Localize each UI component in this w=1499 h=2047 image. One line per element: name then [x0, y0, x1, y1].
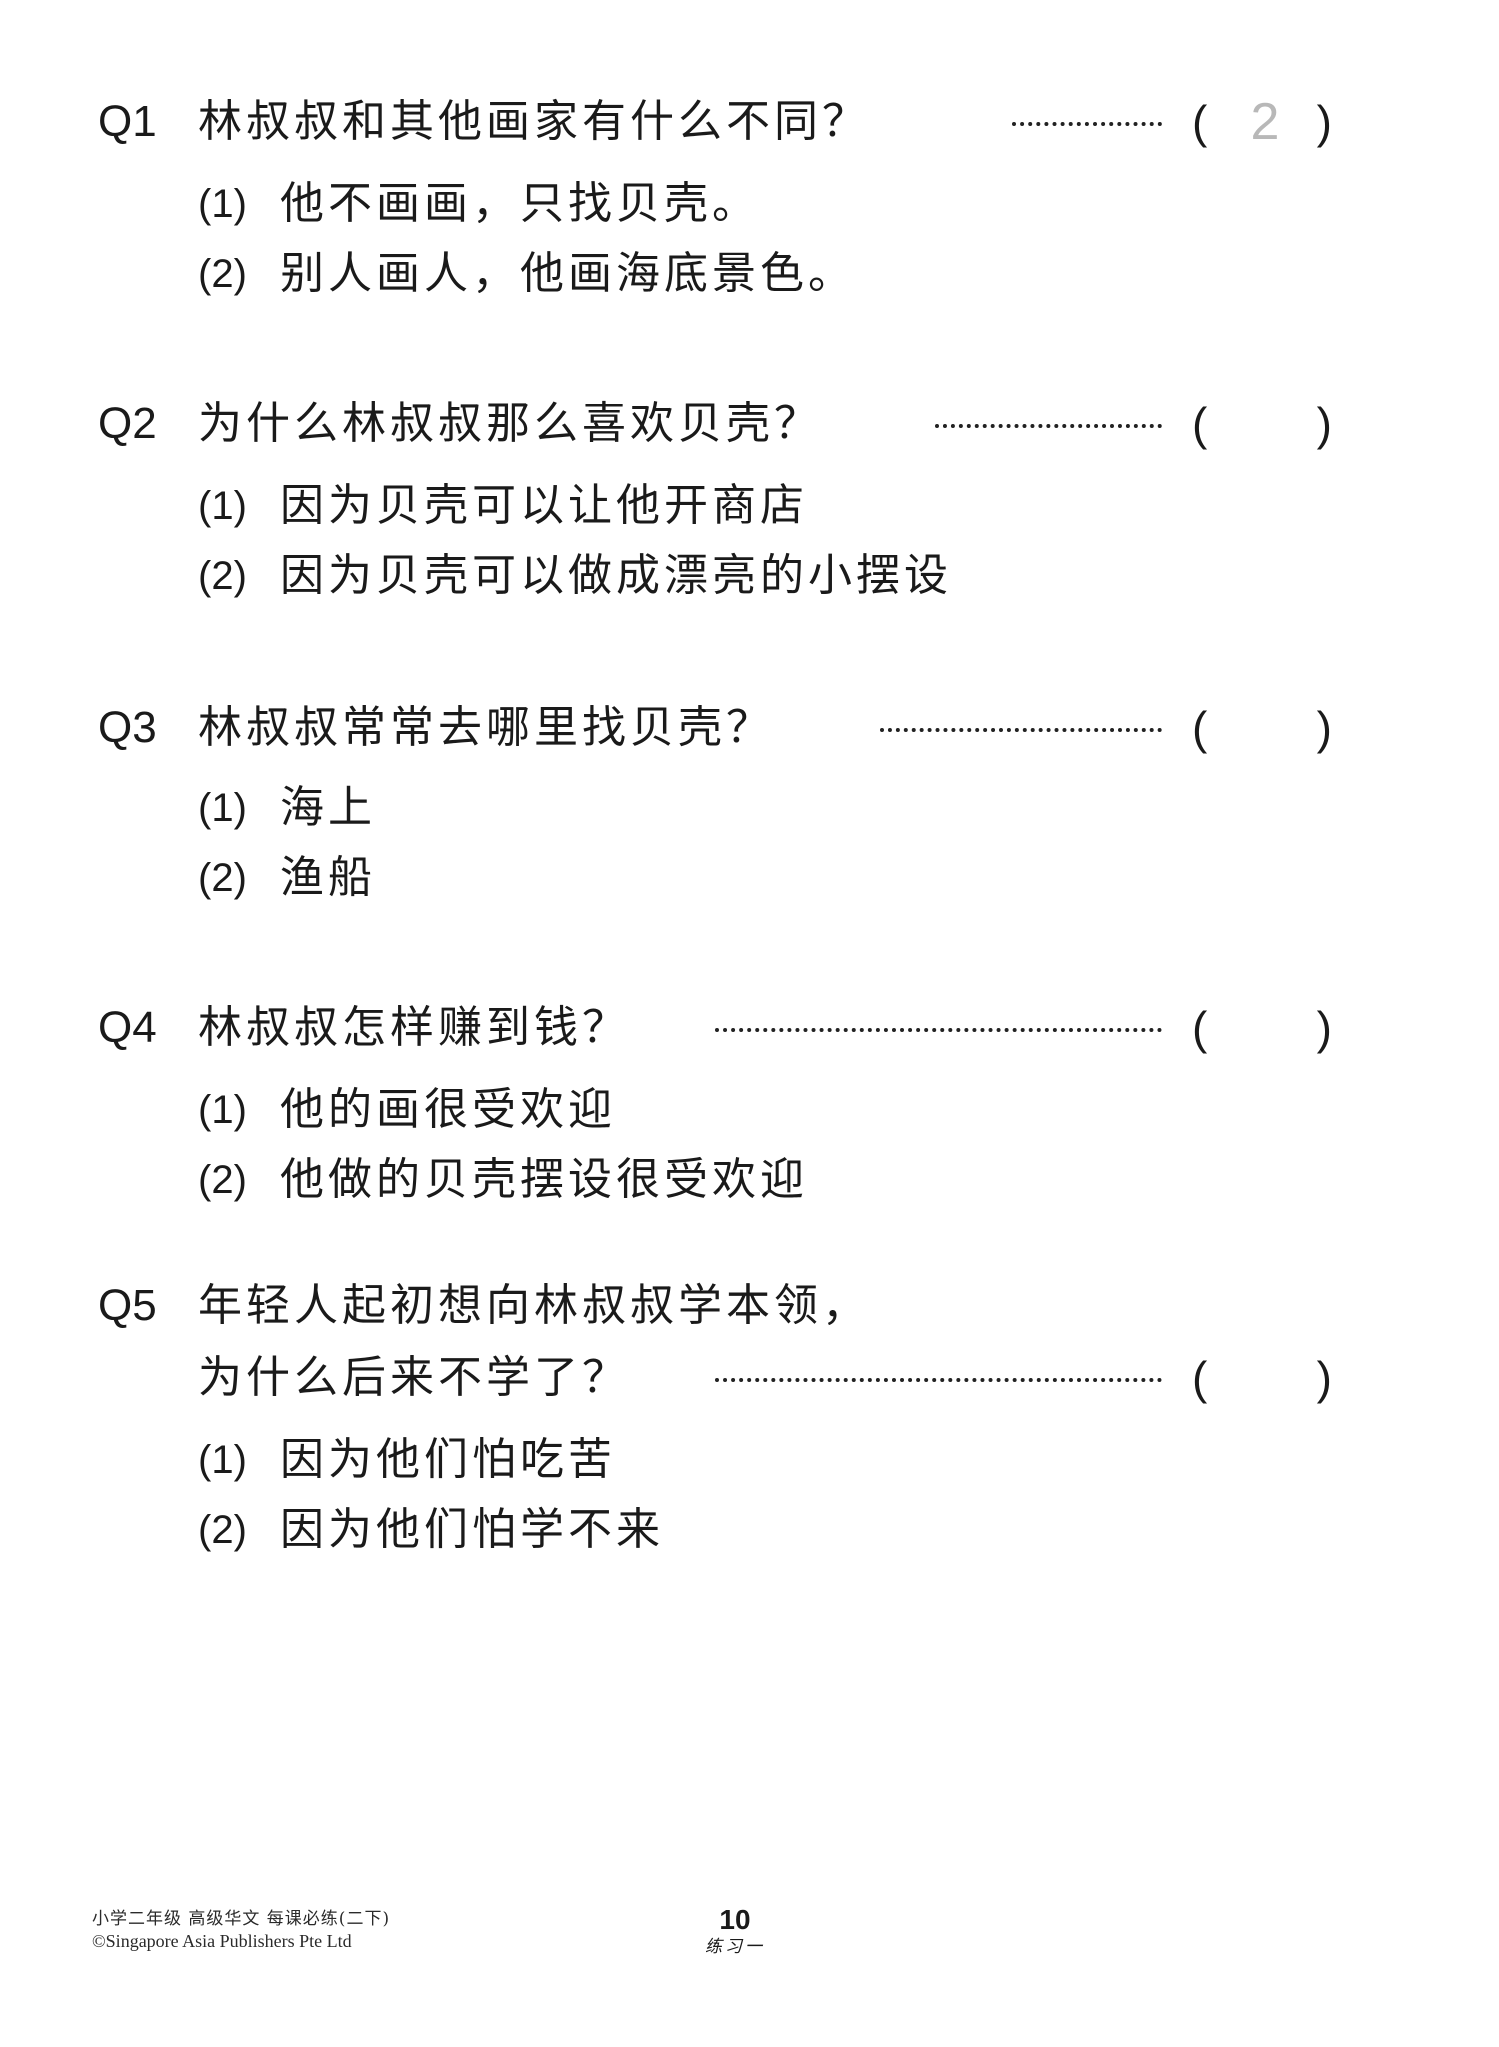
dotted-leader	[1012, 122, 1162, 126]
option-text: 别人画人，他画海底景色。	[280, 248, 856, 299]
question-label: Q2	[98, 399, 157, 448]
series-title: 小学二年级 高级华文 每课必练(二下)	[92, 1909, 391, 1929]
option-row[interactable]: (2) 因为他们怕学不来	[0, 1502, 1499, 1558]
option-text: 他不画画，只找贝壳。	[280, 178, 760, 229]
question-label: Q5	[98, 1281, 157, 1330]
option-text: 海上	[280, 782, 376, 833]
option-row[interactable]: (2) 因为贝壳可以做成漂亮的小摆设	[0, 548, 1499, 604]
answer-value: 2	[1250, 93, 1280, 151]
answer-open-paren: (	[1192, 1002, 1208, 1054]
dotted-leader	[715, 1028, 1162, 1032]
page-indicator: 10 练习一	[690, 1905, 780, 1959]
option-number: (1)	[198, 182, 247, 226]
question-row: Q3 林叔叔常常去哪里找贝壳？ ( )	[0, 700, 1499, 756]
option-number: (2)	[198, 252, 247, 296]
option-row[interactable]: (1) 因为他们怕吃苦	[0, 1432, 1499, 1488]
dotted-leader	[880, 728, 1162, 732]
option-number: (2)	[198, 1158, 247, 1202]
option-number: (2)	[198, 554, 247, 598]
option-row[interactable]: (1) 他不画画，只找贝壳。	[0, 176, 1499, 232]
question-row: Q5 年轻人起初想向林叔叔学本领，	[0, 1278, 1499, 1334]
option-text: 因为他们怕吃苦	[280, 1434, 616, 1485]
dotted-leader	[715, 1378, 1162, 1382]
answer-close-paren: )	[1316, 1002, 1332, 1054]
answer-close-paren: )	[1316, 702, 1332, 754]
question-label: Q3	[98, 703, 157, 752]
page-number: 10	[719, 1904, 751, 1935]
answer-field[interactable]: ( 2 )	[1190, 94, 1340, 150]
answer-open-paren: (	[1192, 1352, 1208, 1404]
option-row[interactable]: (1) 因为贝壳可以让他开商店	[0, 478, 1499, 534]
dotted-leader	[935, 424, 1162, 428]
option-text: 因为贝壳可以做成漂亮的小摆设	[280, 550, 952, 601]
option-row[interactable]: (2) 他做的贝壳摆设很受欢迎	[0, 1152, 1499, 1208]
question-text: 林叔叔怎样赚到钱？	[198, 1002, 630, 1053]
question-label: Q1	[98, 97, 157, 146]
copyright-notice: ©Singapore Asia Publishers Pte Ltd	[92, 1931, 352, 1951]
exercise-label: 练习一	[705, 1937, 765, 1957]
option-text: 他做的贝壳摆设很受欢迎	[280, 1154, 808, 1205]
question-label: Q4	[98, 1003, 157, 1052]
answer-close-paren: )	[1316, 96, 1332, 148]
option-row[interactable]: (2) 别人画人，他画海底景色。	[0, 246, 1499, 302]
option-text: 渔船	[280, 852, 376, 903]
option-number: (2)	[198, 1508, 247, 1552]
answer-close-paren: )	[1316, 1352, 1332, 1404]
question-row: Q4 林叔叔怎样赚到钱？ ( )	[0, 1000, 1499, 1056]
question-row: Q1 林叔叔和其他画家有什么不同？ ( 2 )	[0, 94, 1499, 150]
question-text: 林叔叔常常去哪里找贝壳？	[198, 702, 774, 753]
question-text: 年轻人起初想向林叔叔学本领，	[198, 1280, 870, 1331]
question-row-continued: 为什么后来不学了？ ( )	[0, 1350, 1499, 1406]
option-number: (1)	[198, 484, 247, 528]
question-text: 林叔叔和其他画家有什么不同？	[198, 96, 870, 147]
question-text: 为什么后来不学了？	[198, 1352, 630, 1403]
footer-publisher-info: 小学二年级 高级华文 每课必练(二下) ©Singapore Asia Publ…	[92, 1908, 390, 1952]
option-number: (1)	[198, 1088, 247, 1132]
option-number: (2)	[198, 856, 247, 900]
answer-close-paren: )	[1316, 398, 1332, 450]
option-row[interactable]: (1) 海上	[0, 780, 1499, 836]
answer-open-paren: (	[1192, 702, 1208, 754]
answer-field[interactable]: ( )	[1190, 396, 1340, 452]
question-row: Q2 为什么林叔叔那么喜欢贝壳？ ( )	[0, 396, 1499, 452]
answer-field[interactable]: ( )	[1190, 1000, 1340, 1056]
option-number: (1)	[198, 1438, 247, 1482]
answer-open-paren: (	[1192, 398, 1208, 450]
option-row[interactable]: (1) 他的画很受欢迎	[0, 1082, 1499, 1138]
option-row[interactable]: (2) 渔船	[0, 850, 1499, 906]
question-text: 为什么林叔叔那么喜欢贝壳？	[198, 398, 822, 449]
option-text: 他的画很受欢迎	[280, 1084, 616, 1135]
option-number: (1)	[198, 786, 247, 830]
answer-open-paren: (	[1192, 96, 1208, 148]
answer-field[interactable]: ( )	[1190, 700, 1340, 756]
option-text: 因为他们怕学不来	[280, 1504, 664, 1555]
answer-field[interactable]: ( )	[1190, 1350, 1340, 1406]
option-text: 因为贝壳可以让他开商店	[280, 480, 808, 531]
